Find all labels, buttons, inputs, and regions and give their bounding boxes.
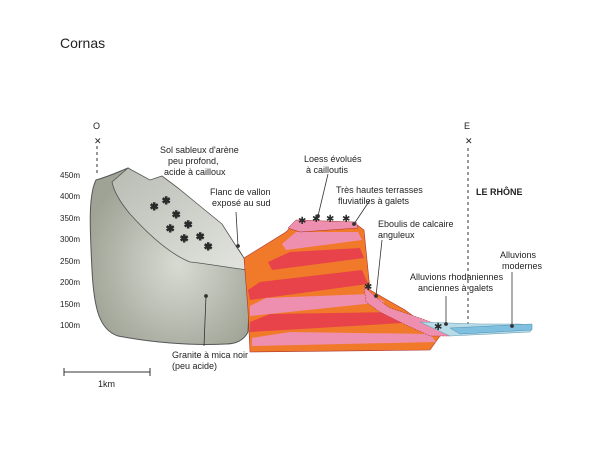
scale-label: 1km (98, 379, 115, 389)
terraces-line-2: fluviatiles à galets (338, 196, 410, 206)
scale-bar: 1km (63, 368, 151, 389)
vine-icon: ✱ (150, 202, 158, 213)
ancient-alluvium-line-1: Alluvions rhodaniennes (410, 272, 504, 282)
diagram-title: Cornas (60, 35, 105, 51)
annotation-loess: Loess évolués à cailloutis (304, 154, 362, 175)
altitude-400: 400m (60, 192, 80, 201)
vine-icon: ✱ (364, 282, 372, 293)
terraces-line-1: Très hautes terrasses (336, 185, 423, 195)
scree-line-2: anguleux (378, 230, 415, 240)
flank-line-1: Flanc de vallon (210, 187, 271, 197)
annotation-leaders (203, 173, 514, 347)
ancient-alluvium-line-2: anciennes à galets (418, 283, 494, 293)
vine-icon: ✱ (196, 232, 204, 243)
altitude-150: 150m (60, 300, 80, 309)
vine-icon: ✱ (204, 242, 212, 253)
east-marker: E ✕ (464, 121, 473, 330)
vines-terrace: ✱ ✱ ✱ ✱ ✱ ✱ (298, 214, 442, 333)
vine-icon: ✱ (298, 216, 306, 227)
loess-line-1: Loess évolués (304, 154, 362, 164)
east-label: E (464, 121, 470, 131)
annotation-ancient-alluvium: Alluvions rhodaniennes anciennes à galet… (410, 272, 504, 293)
sedimentary-layers (243, 219, 441, 353)
vine-icon: ✱ (162, 196, 170, 207)
annotation-scree: Eboulis de calcaire anguleux (378, 219, 454, 240)
annotation-soil: Sol sableux d'arène peu profond, acide à… (160, 145, 239, 177)
annotation-terraces: Très hautes terrasses fluviatiles à gale… (336, 185, 423, 206)
annotation-granite: Granite à mica noir (peu acide) (172, 350, 248, 371)
sandy-soil-layer (111, 167, 249, 271)
soil-line-2: peu profond, (168, 156, 219, 166)
east-cross-icon: ✕ (465, 136, 473, 146)
vine-icon: ✱ (172, 210, 180, 221)
west-label: O (93, 121, 100, 131)
granite-line-1: Granite à mica noir (172, 350, 248, 360)
soil-line-1: Sol sableux d'arène (160, 145, 239, 155)
vine-icon: ✱ (326, 214, 334, 225)
flank-line-2: exposé au sud (212, 198, 271, 208)
vine-icon: ✱ (166, 224, 174, 235)
altitude-250: 250m (60, 257, 80, 266)
altitude-200: 200m (60, 278, 80, 287)
vine-icon: ✱ (312, 214, 320, 225)
altitude-300: 300m (60, 235, 80, 244)
west-cross-icon: ✕ (94, 136, 102, 146)
altitude-100: 100m (60, 321, 80, 330)
vine-icon: ✱ (434, 322, 442, 333)
vine-icon: ✱ (342, 214, 350, 225)
scree-line-1: Eboulis de calcaire (378, 219, 454, 229)
altitude-450: 450m (60, 171, 80, 180)
west-marker: O ✕ (93, 121, 102, 175)
altitude-350: 350m (60, 214, 80, 223)
loess-line-2: à cailloutis (306, 165, 349, 175)
modern-alluvium-line-1: Alluvions (500, 250, 537, 260)
modern-alluvium-line-2: modernes (502, 261, 543, 271)
vines-granite: ✱ ✱ ✱ ✱ ✱ ✱ ✱ ✱ (150, 196, 213, 254)
annotation-flank: Flanc de vallon exposé au sud (210, 187, 271, 208)
vine-icon: ✱ (184, 220, 192, 231)
river-label: LE RHÔNE (476, 186, 523, 197)
vine-icon: ✱ (180, 234, 188, 245)
annotation-modern-alluvium: Alluvions modernes (500, 250, 543, 271)
granite-line-2: (peu acide) (172, 361, 217, 371)
altitude-scale: 450m 400m 350m 300m 250m 200m 150m 100m (60, 171, 80, 330)
soil-line-3: acide à cailloux (164, 167, 226, 177)
